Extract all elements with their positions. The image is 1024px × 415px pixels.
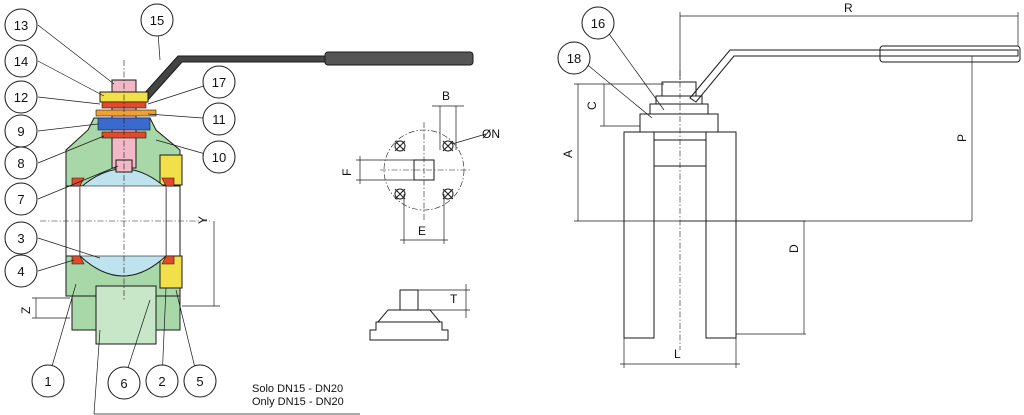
- side-lever-grip: [879, 45, 1021, 63]
- svg-text:13: 13: [14, 18, 28, 33]
- callout-6: 6: [107, 366, 141, 400]
- seat-right-top: [161, 177, 175, 187]
- side-washer: [655, 95, 703, 105]
- svg-text:4: 4: [17, 264, 24, 279]
- dim-f-label: F: [340, 169, 354, 176]
- svg-text:10: 10: [212, 150, 226, 165]
- dim-e-label: E: [418, 224, 426, 238]
- end-connector: [95, 285, 157, 345]
- bolt-holes: [394, 140, 454, 200]
- note-line-2: Only DN15 - DN20: [252, 396, 344, 408]
- callout-3: 3: [4, 221, 38, 255]
- callout-4: 4: [4, 254, 38, 288]
- stem-detail: [369, 289, 449, 341]
- seat-left-bottom: [71, 255, 85, 265]
- dim-l-label: L: [674, 347, 681, 361]
- dim-n-label: ØN: [482, 127, 500, 141]
- svg-text:8: 8: [17, 156, 24, 171]
- dim-z-label: Z: [19, 307, 33, 314]
- dim-b-label: B: [442, 89, 450, 103]
- callout-5: 5: [183, 364, 217, 398]
- dim-a-label: A: [561, 150, 575, 158]
- callout-8: 8: [4, 146, 38, 180]
- lever-grip: [324, 51, 474, 66]
- callout-18: 18: [557, 41, 591, 75]
- svg-text:3: 3: [17, 231, 24, 246]
- side-neck: [639, 113, 719, 133]
- svg-text:5: 5: [196, 374, 203, 389]
- svg-text:2: 2: [158, 374, 165, 389]
- note-line-1: Solo DN15 - DN20: [252, 383, 343, 395]
- callout-12: 12: [4, 80, 38, 114]
- svg-text:6: 6: [120, 376, 127, 391]
- svg-text:17: 17: [212, 75, 226, 90]
- side-lever: [689, 49, 1019, 103]
- dim-d-label: D: [787, 244, 801, 253]
- side-nut: [661, 81, 697, 97]
- callout-13: 13: [4, 8, 38, 42]
- svg-text:15: 15: [150, 13, 164, 28]
- callout-15: 15: [140, 3, 174, 37]
- svg-text:11: 11: [212, 112, 226, 127]
- body-lower-flange: [71, 295, 181, 331]
- svg-text:14: 14: [14, 54, 28, 69]
- section-view: Y Z 13 14 12: [4, 3, 474, 415]
- svg-text:16: 16: [591, 16, 605, 31]
- seat-right-bottom: [161, 255, 175, 265]
- washer-orange: [95, 109, 157, 117]
- side-view: R C A P D L 16 18: [557, 1, 1021, 368]
- callout-9: 9: [4, 114, 38, 148]
- svg-text:1: 1: [44, 374, 51, 389]
- callout-11: 11: [202, 102, 236, 136]
- callout-17: 17: [202, 65, 236, 99]
- callout-14: 14: [4, 44, 38, 78]
- callout-16: 16: [581, 6, 615, 40]
- flange-detail: B ØN F E T: [340, 89, 500, 341]
- svg-text:18: 18: [567, 51, 581, 66]
- dim-y-label: Y: [196, 216, 210, 224]
- callout-2: 2: [145, 364, 179, 398]
- svg-text:9: 9: [17, 124, 24, 139]
- dim-t-label: T: [450, 292, 458, 306]
- callout-10: 10: [202, 140, 236, 174]
- side-gland: [649, 103, 709, 115]
- callout-7: 7: [4, 182, 38, 216]
- svg-text:7: 7: [17, 192, 24, 207]
- svg-text:12: 12: [14, 90, 28, 105]
- dim-c-label: C: [585, 101, 599, 110]
- callout-1: 1: [31, 364, 65, 398]
- dim-p-label: P: [955, 134, 969, 142]
- dim-r-label: R: [844, 1, 853, 15]
